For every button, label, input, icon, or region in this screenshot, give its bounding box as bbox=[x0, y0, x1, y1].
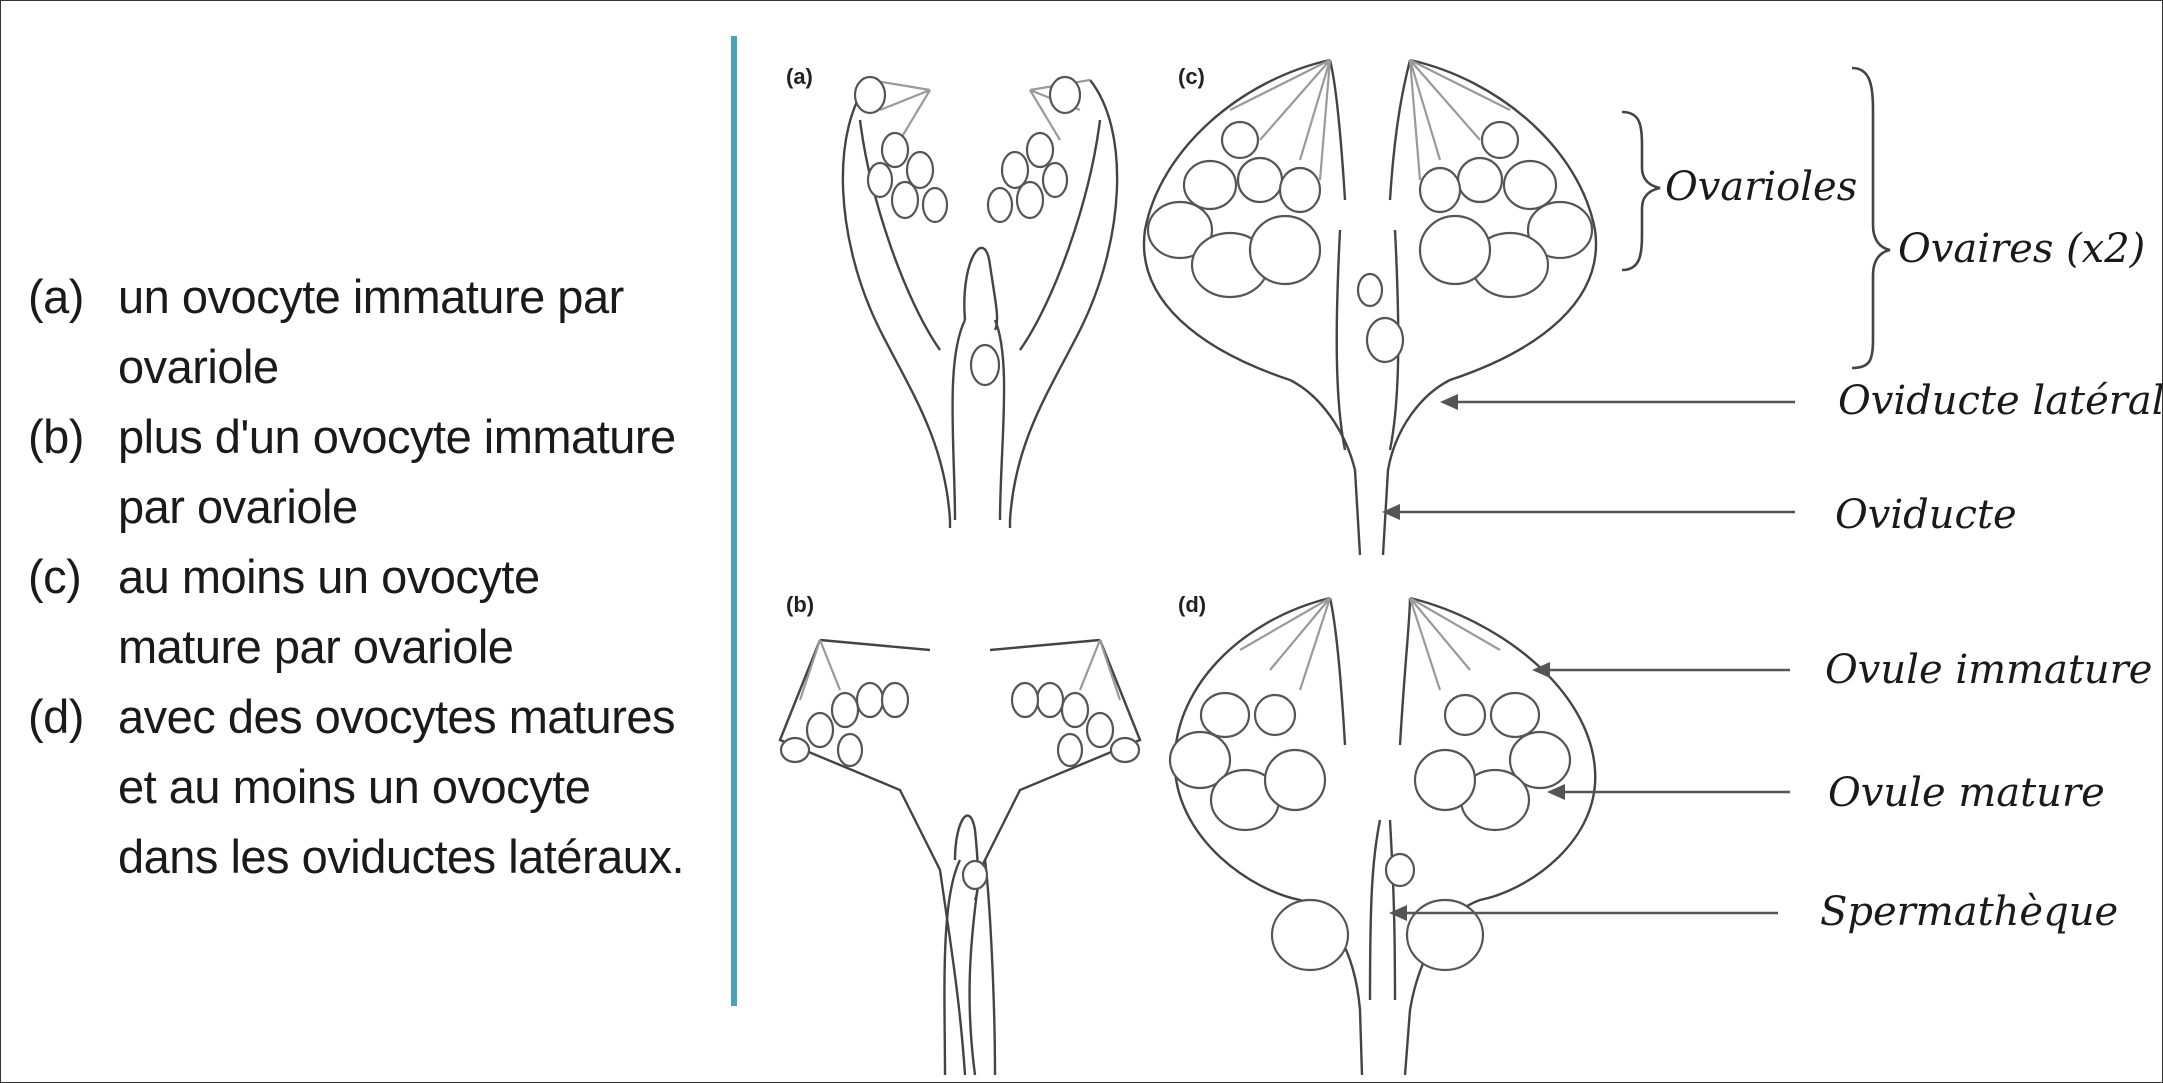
ovary-illustration-a bbox=[843, 77, 1117, 528]
label-spermatheque: Spermathèque bbox=[1820, 889, 2118, 935]
ovaires-brace bbox=[1852, 68, 1890, 368]
panel-letter-c: (c) bbox=[1178, 64, 1205, 89]
panel-letter-d: (d) bbox=[1178, 592, 1206, 617]
label-oviducte-lateral: Oviducte latéral bbox=[1838, 378, 2163, 424]
annotation-arrows bbox=[1382, 394, 1795, 921]
label-ovarioles: Ovarioles bbox=[1665, 164, 1857, 210]
ovarioles-brace bbox=[1622, 112, 1660, 270]
ovary-illustration-b bbox=[780, 640, 1140, 1075]
panel-letter-a: (a) bbox=[786, 64, 813, 89]
ovary-illustration-d bbox=[1170, 598, 1595, 1075]
label-ovule-immature: Ovule immature bbox=[1825, 647, 2152, 693]
label-ovaires: Ovaires (x2) bbox=[1898, 226, 2145, 272]
label-oviducte: Oviducte bbox=[1835, 492, 2017, 538]
panel-letter-b: (b) bbox=[786, 592, 814, 617]
ovary-illustration-c bbox=[1144, 60, 1596, 555]
label-ovule-mature: Ovule mature bbox=[1828, 770, 2105, 816]
